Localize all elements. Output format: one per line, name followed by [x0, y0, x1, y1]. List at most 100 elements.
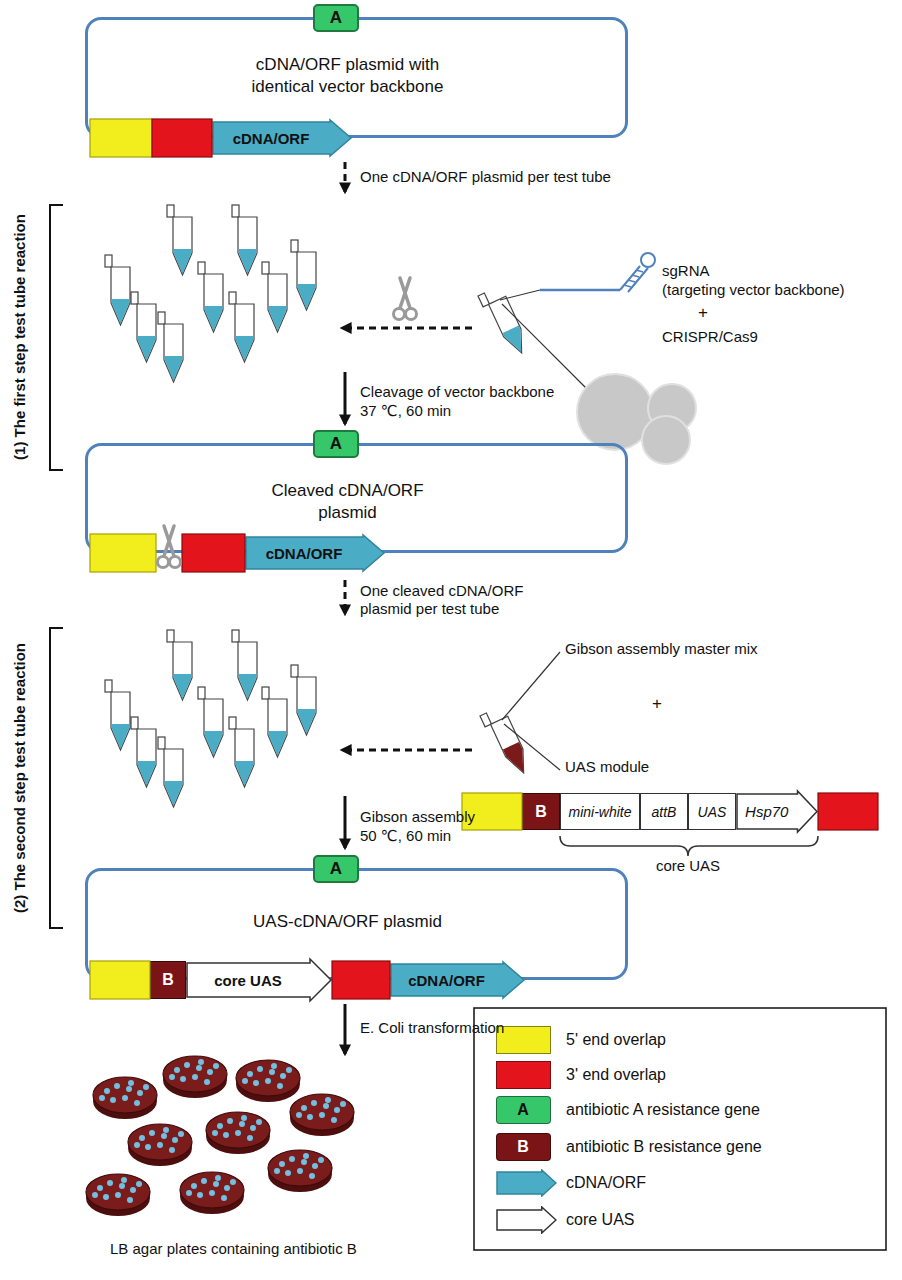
scissors-blade	[400, 278, 410, 308]
petri-dish	[268, 1150, 332, 1192]
text-wrap: B	[151, 962, 185, 998]
test-tube	[291, 665, 316, 735]
bracket-label: (2) The second step test tube reaction	[11, 643, 29, 913]
scissors-handle	[406, 309, 417, 320]
plasmid-outline: cDNA/ORF plasmid with identical vector b…	[85, 17, 628, 138]
annotation-text: One cDNA/ORF plasmid per test tube	[360, 168, 611, 186]
annotation-text: +	[652, 694, 662, 714]
leader-line	[500, 290, 540, 300]
text-wrap: cDNA/ORF	[245, 534, 385, 572]
scissors-icon	[394, 278, 417, 320]
test-tube	[229, 717, 254, 787]
legend-box: 5' end overlap 3' end overlap antibiotic A…	[474, 1008, 886, 1250]
legend-row: 5' end overlap	[474, 1026, 886, 1054]
annotation-text: Gibson assembly master mix	[565, 640, 758, 658]
annotation-text: (targeting vector backbone)	[662, 281, 845, 299]
step-bracket	[50, 205, 63, 470]
node-text: Hsp70	[745, 803, 788, 820]
text-wrap: cDNA/ORF	[390, 961, 525, 999]
legend-row: 3' end overlap	[474, 1061, 886, 1089]
legend-swatch	[496, 1026, 551, 1054]
sgrna-stem	[620, 266, 648, 292]
cdna-orf-arrow: cDNA/ORF	[390, 961, 525, 999]
legend-arrow-sample	[496, 1206, 557, 1234]
test-tube	[105, 255, 130, 325]
legend-text: cDNA/ORF	[566, 1173, 646, 1192]
text-wrap: B	[523, 794, 559, 829]
legend-row: antibiotic B resistance gene	[474, 1133, 886, 1161]
test-tube	[198, 687, 223, 757]
arrow-outline	[187, 959, 331, 1001]
text-wrap: A	[315, 857, 357, 881]
overlap-5-box	[90, 961, 150, 999]
text-wrap: attB	[641, 794, 687, 829]
cas9-lobe	[642, 416, 690, 464]
annotation-text: LB agar plates containing antibiotic B	[110, 1240, 357, 1258]
reagent-tube	[480, 705, 532, 779]
overlap-3-box	[818, 793, 878, 830]
arrow-outline	[497, 1170, 556, 1196]
arrow-outline	[497, 1207, 556, 1233]
overlap-3-box	[152, 119, 212, 157]
test-tube	[262, 262, 287, 332]
petri-dish	[180, 1172, 244, 1214]
test-tube	[131, 717, 156, 787]
overlap-5-box	[90, 534, 156, 572]
sgrna-strand	[540, 289, 620, 292]
annotation-text: 50 ℃, 60 min	[360, 827, 451, 845]
arrow-outline	[737, 791, 817, 832]
bracket-label: (1) The first step test tube reaction	[11, 214, 29, 460]
petri-dish	[290, 1094, 354, 1136]
test-tube	[158, 737, 183, 807]
text-wrap: core UAS	[186, 958, 332, 1002]
reagent-tube	[478, 285, 530, 359]
solid-arrow	[344, 1004, 347, 1054]
petri-dish	[86, 1174, 150, 1216]
text-wrap: UAS-cDNA/ORF plasmid	[218, 911, 478, 933]
legend-row: antibiotic A resistance gene	[474, 1096, 886, 1124]
node-text: A	[330, 434, 342, 454]
node-text: B	[535, 803, 547, 821]
test-tube	[232, 205, 257, 275]
legend-text: antibiotic A resistance gene	[566, 1100, 760, 1119]
node-text: UAS	[698, 804, 727, 820]
node-text: cDNA/ORF	[233, 130, 310, 147]
overlap-3-box	[332, 961, 390, 999]
node-text: core UAS	[214, 972, 282, 989]
node-text: UAS-cDNA/ORF plasmid	[218, 911, 478, 933]
petri-dish	[93, 1077, 157, 1119]
annotation-text: core UAS	[656, 857, 720, 875]
dashed-arrow	[342, 749, 472, 752]
plasmid-outline: Cleaved cDNA/ORF plasmidAcDNA/ORF	[85, 443, 628, 553]
legend-text: antibiotic B resistance gene	[566, 1137, 762, 1156]
node-text: A	[330, 8, 342, 28]
step-bracket	[50, 628, 63, 928]
test-tube	[291, 240, 316, 310]
resistance-gene-b: B	[150, 961, 186, 999]
annotation-text: CRISPR/Cas9	[662, 328, 758, 346]
annotation-text: 37 ℃, 60 min	[360, 402, 451, 420]
text-wrap: A	[315, 432, 357, 456]
node-text: attB	[652, 804, 677, 820]
overlap-3-box	[182, 534, 245, 572]
node-text: cDNA/ORF plasmid with identical vector b…	[238, 54, 458, 98]
text-wrap: cDNA/ORF	[212, 119, 352, 157]
leader-line	[502, 304, 590, 392]
annotation-text: One cleaved cDNA/ORF plasmid per test tu…	[360, 582, 545, 618]
resistance-gene-a: A	[313, 855, 359, 883]
scissors-handle	[158, 557, 169, 568]
tube-group	[105, 205, 316, 382]
annotation-text: E. Coli transformation	[360, 1019, 504, 1037]
cas9-protein	[577, 374, 696, 464]
legend-text: 3' end overlap	[566, 1065, 666, 1084]
legend-text: 5' end overlap	[566, 1030, 666, 1049]
solid-arrow	[344, 796, 347, 848]
text-wrap: cDNA/ORF plasmid with identical vector b…	[238, 54, 458, 98]
node-text: cDNA/ORF	[408, 972, 485, 989]
node-text: B	[162, 971, 174, 989]
legend-row: core UAS	[474, 1206, 886, 1234]
